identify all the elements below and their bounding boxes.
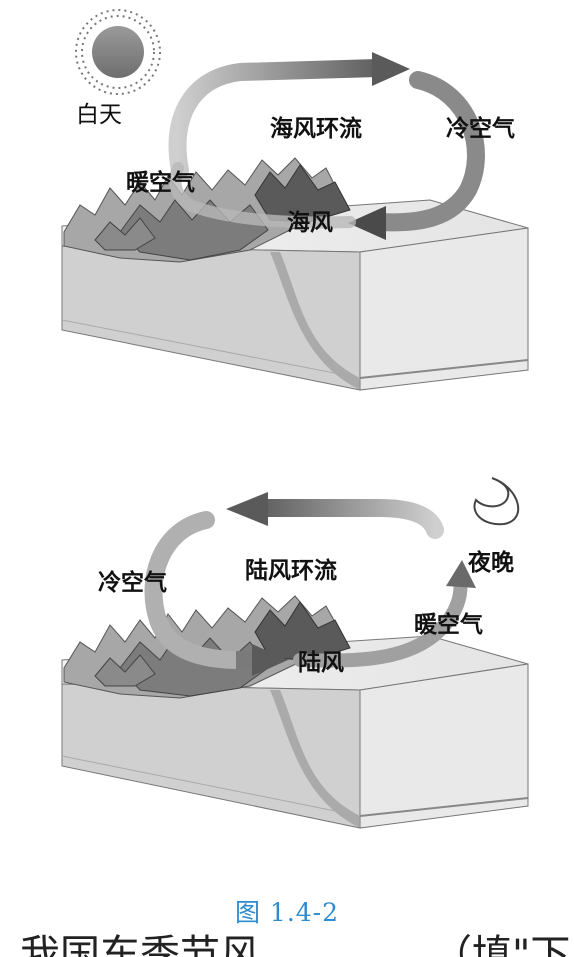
cut-text-left: 我国东季节风 <box>20 933 260 957</box>
night-mountains <box>63 595 351 699</box>
sea-breeze-circulation-title: 海风环流 <box>270 116 362 142</box>
day-panel <box>61 9 529 391</box>
cut-text-right: （填"下 <box>432 933 571 957</box>
night-cold-air-label: 冷空气 <box>98 570 167 596</box>
sun-icon <box>75 9 161 95</box>
sea-breeze-label: 海风 <box>287 210 333 236</box>
cut-off-text-line: 我国东季节风 （填"下 <box>0 933 574 957</box>
day-land-sea-block <box>61 199 529 391</box>
night-panel <box>61 477 529 829</box>
night-time-label: 夜晚 <box>468 550 514 576</box>
land-breeze-label: 陆风 <box>298 650 344 676</box>
day-time-label: 白天 <box>76 102 122 128</box>
day-cold-air-label: 冷空气 <box>446 116 515 142</box>
crescent-moon-icon <box>473 477 520 526</box>
land-breeze-circulation-title: 陆风环流 <box>245 558 337 584</box>
land-breeze-circulation-arrows <box>144 492 476 676</box>
sea-breeze-circulation-arrows <box>168 52 485 240</box>
day-warm-air-label: 暖空气 <box>126 170 195 196</box>
night-warm-air-label: 暖空气 <box>414 612 483 638</box>
figure-caption: 图 1.4-2 <box>234 898 340 927</box>
